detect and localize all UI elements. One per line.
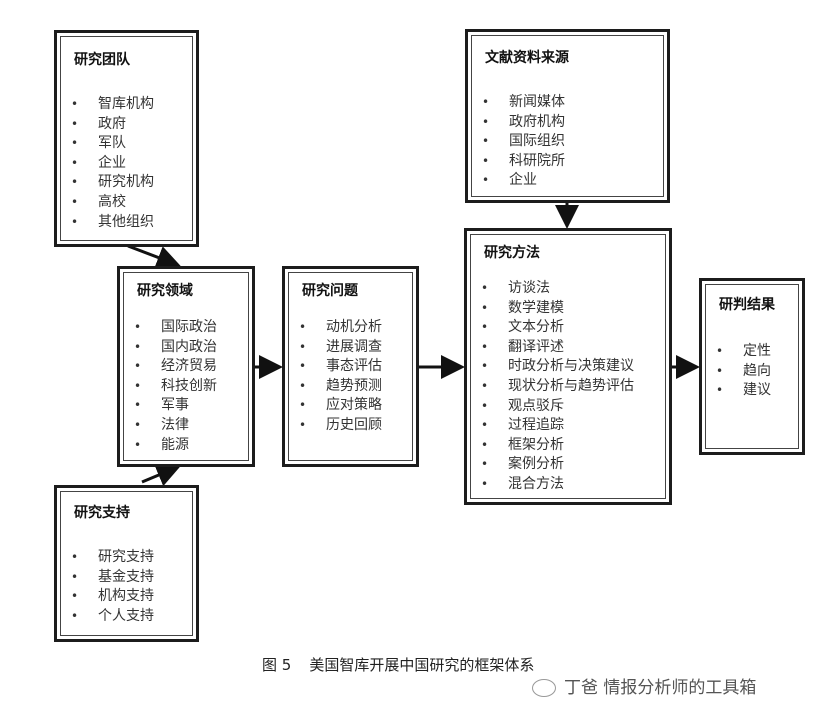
list-item: •混合方法 — [481, 475, 564, 492]
list-item: •国际组织 — [482, 133, 565, 150]
research-domain-box: 研究领域 •国际政治 •国内政治 •经济贸易 •科技创新 •军事 •法律 •能源 — [117, 266, 255, 467]
list-item: •时政分析与决策建议 — [481, 358, 634, 375]
list-item: •新闻媒体 — [482, 94, 565, 110]
list-item: •访谈法 — [481, 280, 550, 296]
box-title: 研究问题 — [302, 283, 358, 299]
list-item: •现状分析与趋势评估 — [481, 377, 634, 394]
research-method-box: 研究方法 •访谈法 •数学建模 •文本分析 •翻译评述 •时政分析与决策建议 •… — [464, 228, 672, 505]
list-item: •其他组织 — [71, 213, 154, 230]
list-item: •动机分析 — [299, 319, 382, 335]
list-item: •能源 — [134, 436, 189, 453]
list-item: •经济贸易 — [134, 358, 217, 375]
list-item: •进展调查 — [299, 338, 382, 355]
figure-number: 图 5 — [262, 656, 292, 674]
list-item: •企业 — [71, 154, 126, 171]
watermark-text: 丁爸 情报分析师的工具箱 — [564, 678, 757, 698]
list-item: •高校 — [71, 193, 126, 210]
research-team-box: 研究团队 •智库机构 •政府 •军队 •企业 •研究机构 •高校 •其他组织 — [54, 30, 199, 247]
list-item: •国际政治 — [134, 319, 217, 335]
list-item: •科研院所 — [482, 152, 565, 169]
box-title: 研究支持 — [74, 505, 130, 521]
list-item: •企业 — [482, 172, 537, 189]
arrow-team-to-domain — [127, 244, 181, 269]
list-item: •趋势预测 — [299, 377, 382, 394]
list-item: •翻译评述 — [481, 338, 564, 355]
list-item: •框架分析 — [481, 436, 564, 453]
list-item: •文本分析 — [481, 319, 564, 336]
list-item: •科技创新 — [134, 377, 217, 394]
research-support-box: 研究支持 •研究支持 •基金支持 •机构支持 •个人支持 — [54, 485, 199, 642]
list-item: •案例分析 — [481, 456, 564, 473]
watermark: 丁爸 情报分析师的工具箱 — [532, 673, 756, 698]
judgment-result-box: 研判结果 •定性 •趋向 •建议 — [699, 278, 805, 455]
list-item: •国内政治 — [134, 338, 217, 355]
list-item: •个人支持 — [71, 607, 154, 624]
item-list: •访谈法 •数学建模 •文本分析 •翻译评述 •时政分析与决策建议 •现状分析与… — [481, 279, 634, 495]
item-list: •定性 •趋向 •建议 — [716, 342, 771, 401]
list-item: •应对策略 — [299, 397, 382, 414]
figure-caption: 图 5 美国智库开展中国研究的框架体系 — [262, 654, 534, 675]
list-item: •事态评估 — [299, 358, 382, 375]
item-list: •国际政治 •国内政治 •经济贸易 •科技创新 •军事 •法律 •能源 — [134, 318, 217, 455]
list-item: •政府 — [71, 115, 126, 132]
list-item: •过程追踪 — [481, 417, 564, 434]
figure-title: 美国智库开展中国研究的框架体系 — [309, 656, 535, 674]
research-question-box: 研究问题 •动机分析 •进展调查 •事态评估 •趋势预测 •应对策略 •历史回顾 — [282, 266, 419, 467]
item-list: •智库机构 •政府 •军队 •企业 •研究机构 •高校 •其他组织 — [71, 95, 154, 232]
wechat-icon — [532, 679, 556, 697]
list-item: •政府机构 — [482, 113, 565, 130]
item-list: •研究支持 •基金支持 •机构支持 •个人支持 — [71, 548, 154, 626]
list-item: •军事 — [134, 397, 189, 414]
list-item: •军队 — [71, 135, 126, 152]
box-title: 研究领域 — [137, 283, 193, 299]
list-item: •智库机构 — [71, 96, 154, 112]
item-list: •新闻媒体 •政府机构 •国际组织 •科研院所 •企业 — [482, 93, 565, 191]
list-item: •基金支持 — [71, 568, 154, 585]
box-title: 研判结果 — [719, 297, 775, 313]
list-item: •机构支持 — [71, 588, 154, 605]
arrow-support-to-domain — [141, 464, 181, 487]
list-item: •法律 — [134, 416, 189, 433]
list-item: •定性 — [716, 343, 771, 359]
box-title: 研究方法 — [484, 245, 540, 261]
literature-sources-box: 文献资料来源 •新闻媒体 •政府机构 •国际组织 •科研院所 •企业 — [465, 29, 670, 203]
list-item: •研究机构 — [71, 174, 154, 191]
box-title: 文献资料来源 — [485, 50, 569, 66]
item-list: •动机分析 •进展调查 •事态评估 •趋势预测 •应对策略 •历史回顾 — [299, 318, 382, 436]
list-item: •数学建模 — [481, 299, 564, 316]
list-item: •趋向 — [716, 362, 771, 379]
box-title: 研究团队 — [74, 52, 130, 68]
list-item: •历史回顾 — [299, 416, 382, 433]
list-item: •观点驳斥 — [481, 397, 564, 414]
list-item: •建议 — [716, 382, 771, 399]
list-item: •研究支持 — [71, 549, 154, 565]
